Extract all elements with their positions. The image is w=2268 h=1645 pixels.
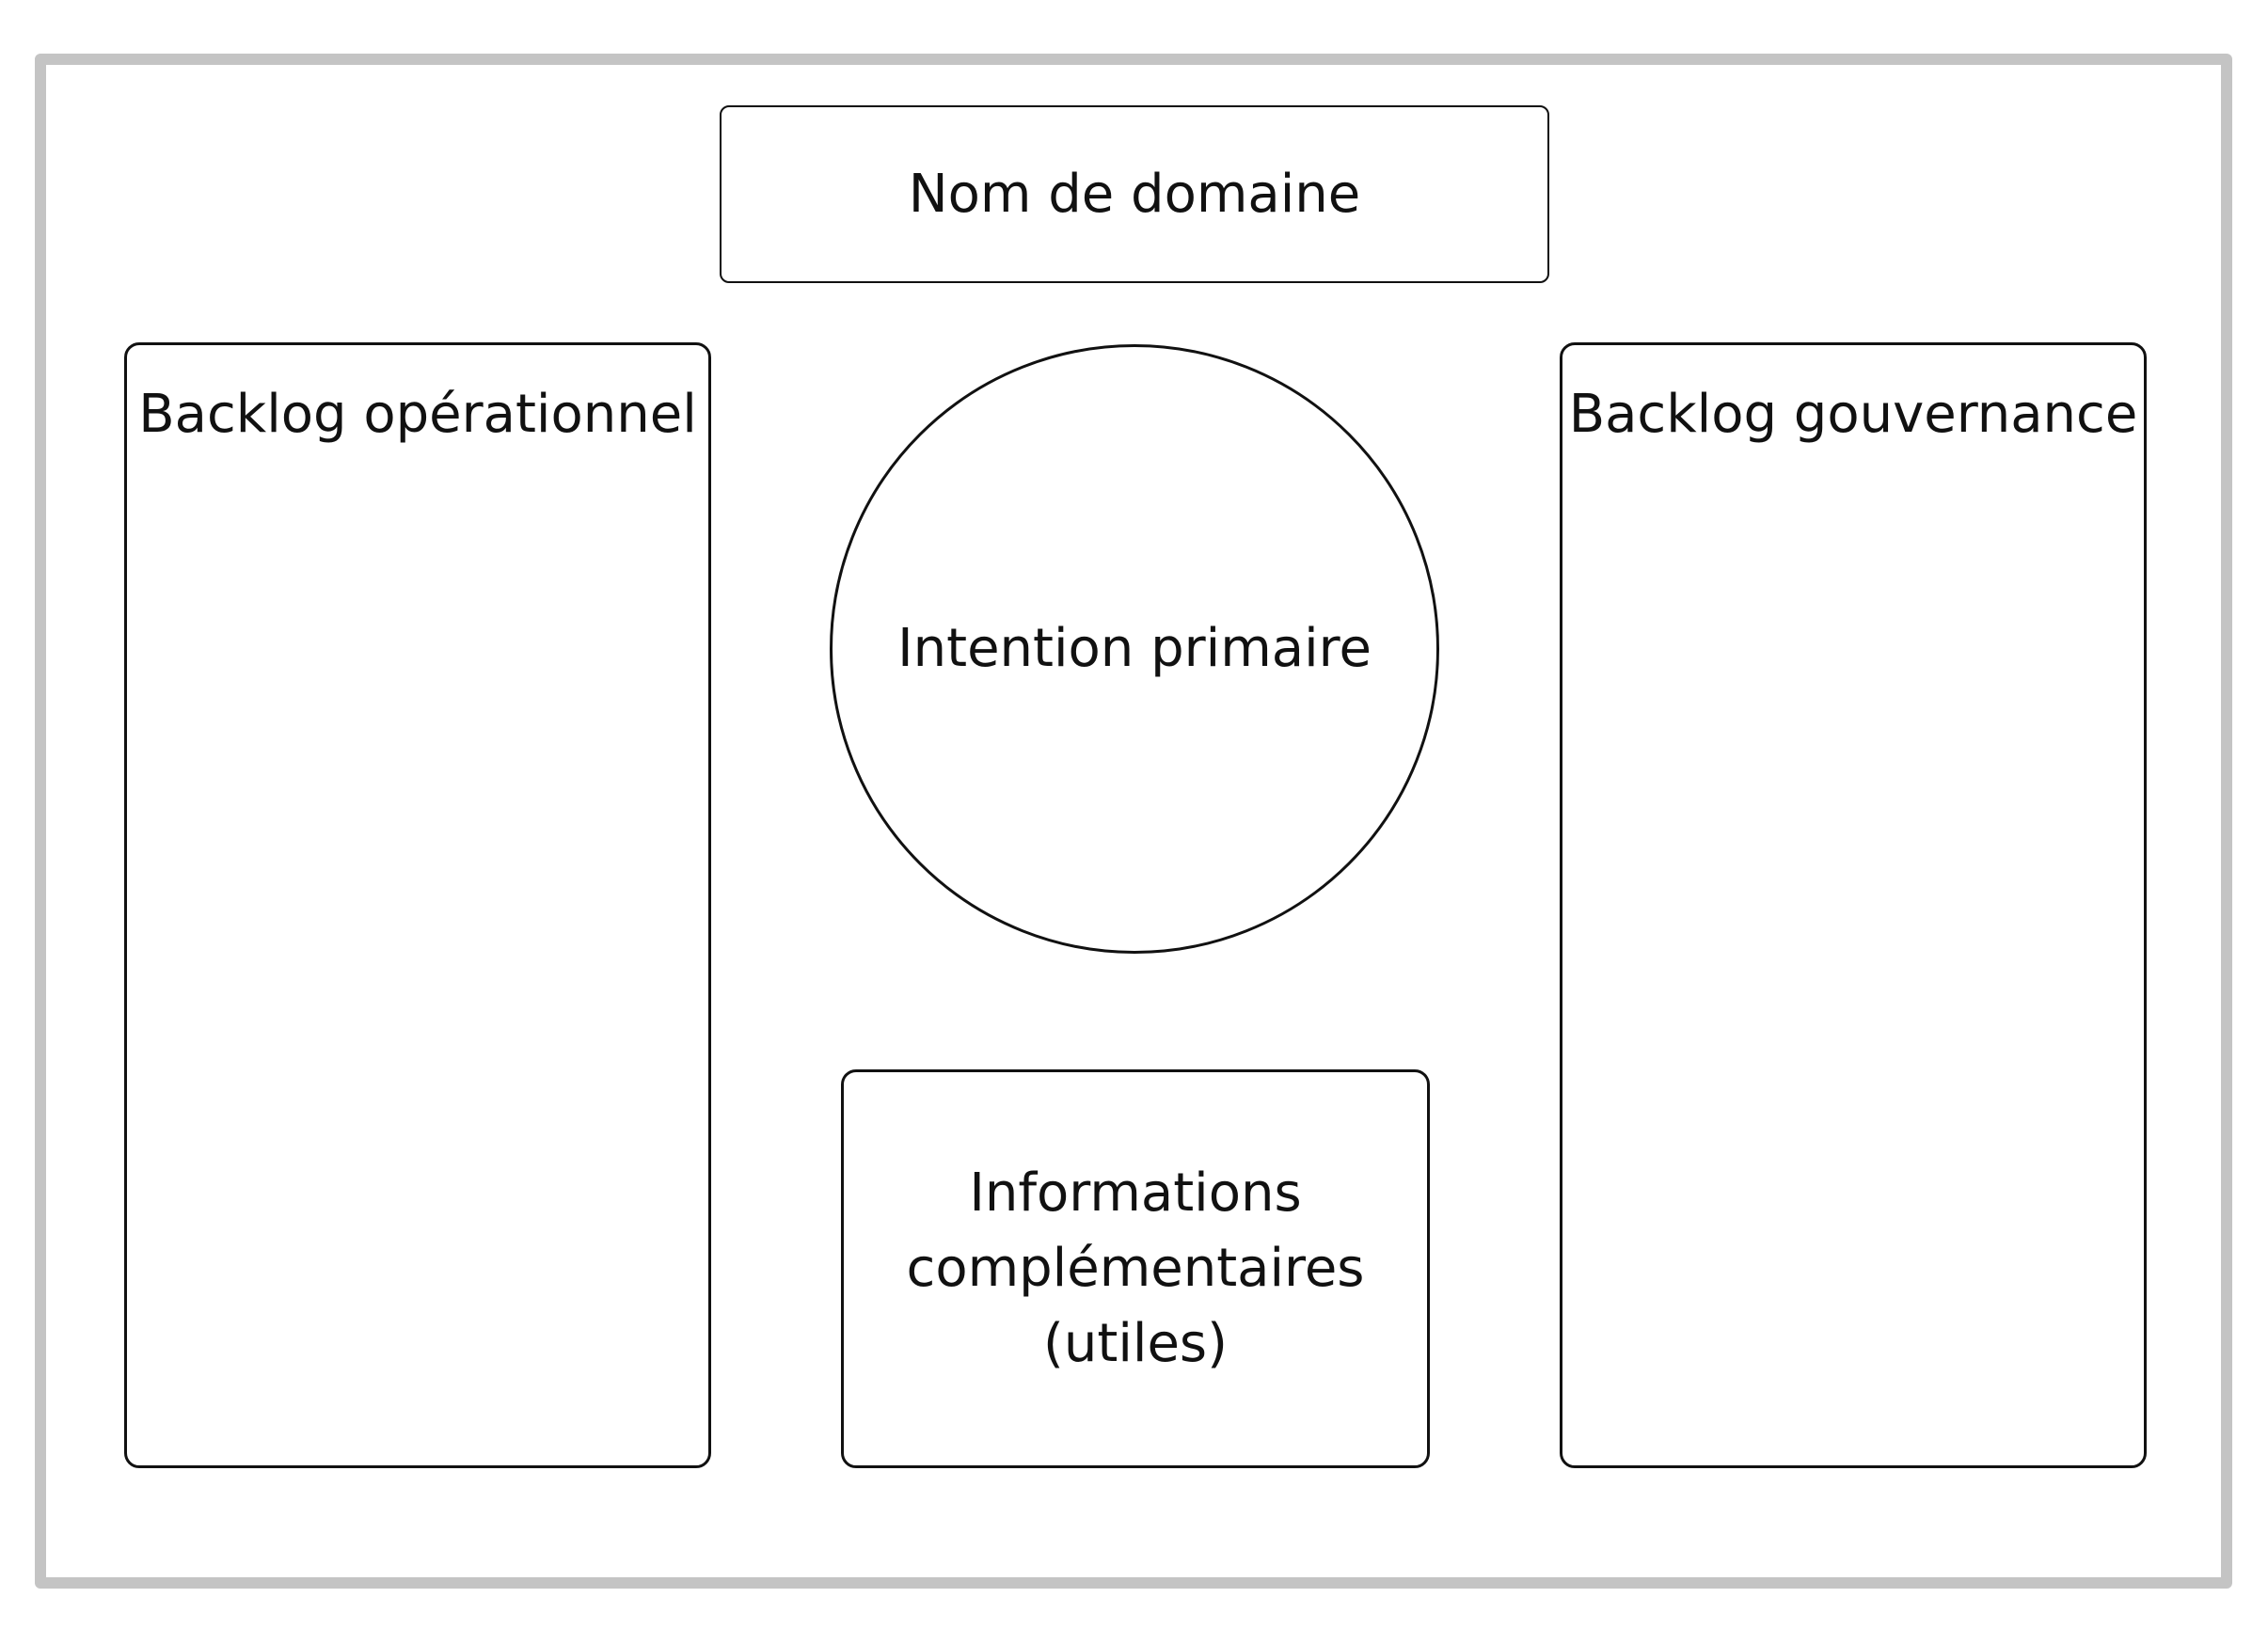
domain-name-label: Nom de domaine [908, 163, 1361, 225]
additional-info-label: Informations complémentaires (utiles) [906, 1163, 1365, 1374]
operational-backlog-label: Backlog opérationnel [138, 384, 697, 445]
primary-intention-label: Intention primaire [897, 618, 1372, 679]
governance-backlog-label: Backlog gouvernance [1568, 384, 2138, 445]
canvas-frame [35, 54, 2232, 1589]
operational-backlog-box[interactable]: Backlog opérationnel [124, 342, 711, 1468]
primary-intention-circle[interactable]: Intention primaire [830, 344, 1439, 954]
governance-backlog-box[interactable]: Backlog gouvernance [1560, 342, 2147, 1468]
additional-info-box[interactable]: Informations complémentaires (utiles) [841, 1069, 1430, 1468]
domain-name-box[interactable]: Nom de domaine [720, 105, 1549, 283]
